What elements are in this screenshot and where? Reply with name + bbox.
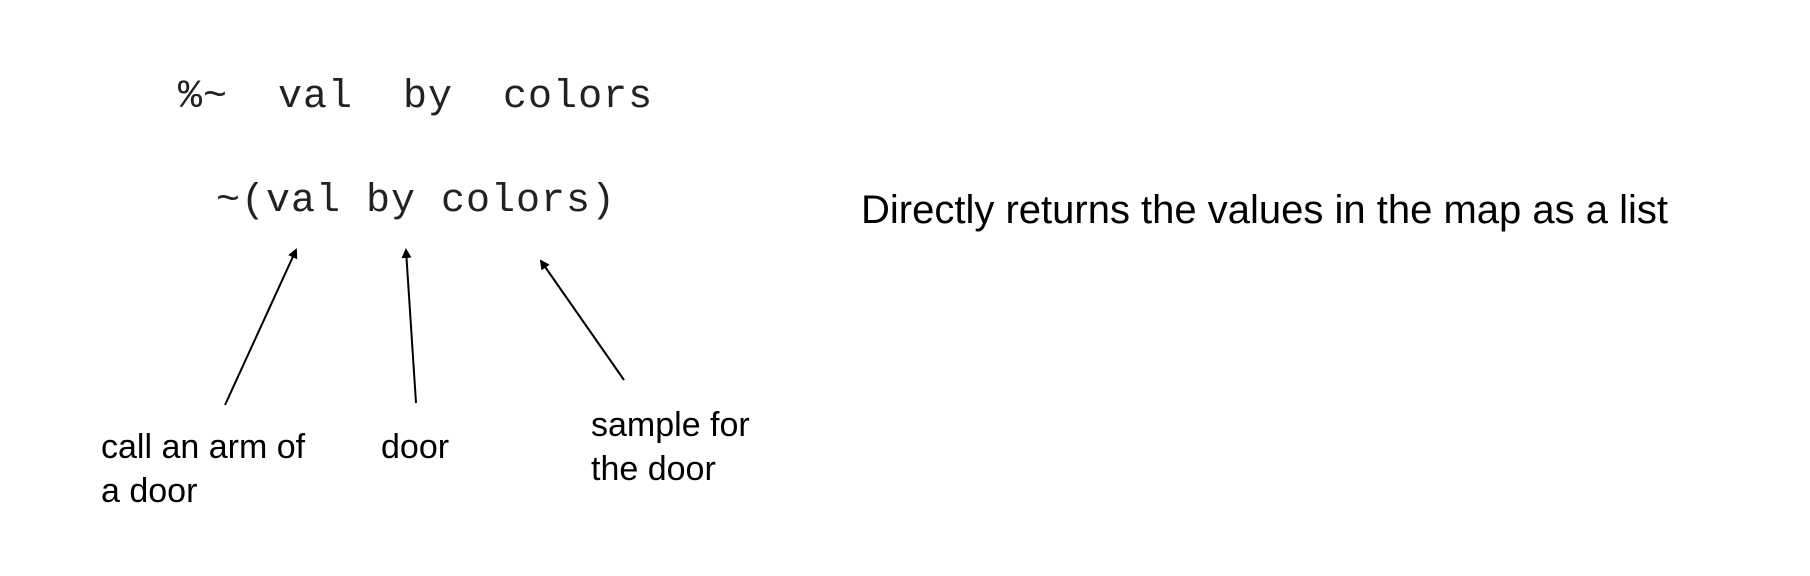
description-text: Directly returns the values in the map a… bbox=[861, 188, 1669, 232]
code-regular-form: ~(val by colors) bbox=[216, 179, 617, 224]
label-call-arm: call an arm of a door bbox=[101, 425, 341, 513]
arrow-door bbox=[401, 248, 417, 404]
label-call-arm-line-1: call an arm of bbox=[101, 428, 306, 466]
label-sample-line-1: sample for bbox=[591, 406, 750, 444]
code-irregular-form: %~ val by colors bbox=[178, 75, 654, 120]
label-sample: sample for the door bbox=[591, 403, 791, 491]
label-sample-line-2: the door bbox=[591, 450, 716, 488]
label-call-arm-line-2: a door bbox=[101, 472, 198, 510]
arrow-call-arm bbox=[224, 248, 298, 406]
arrow-sample bbox=[539, 259, 625, 381]
label-door: door bbox=[381, 428, 450, 466]
